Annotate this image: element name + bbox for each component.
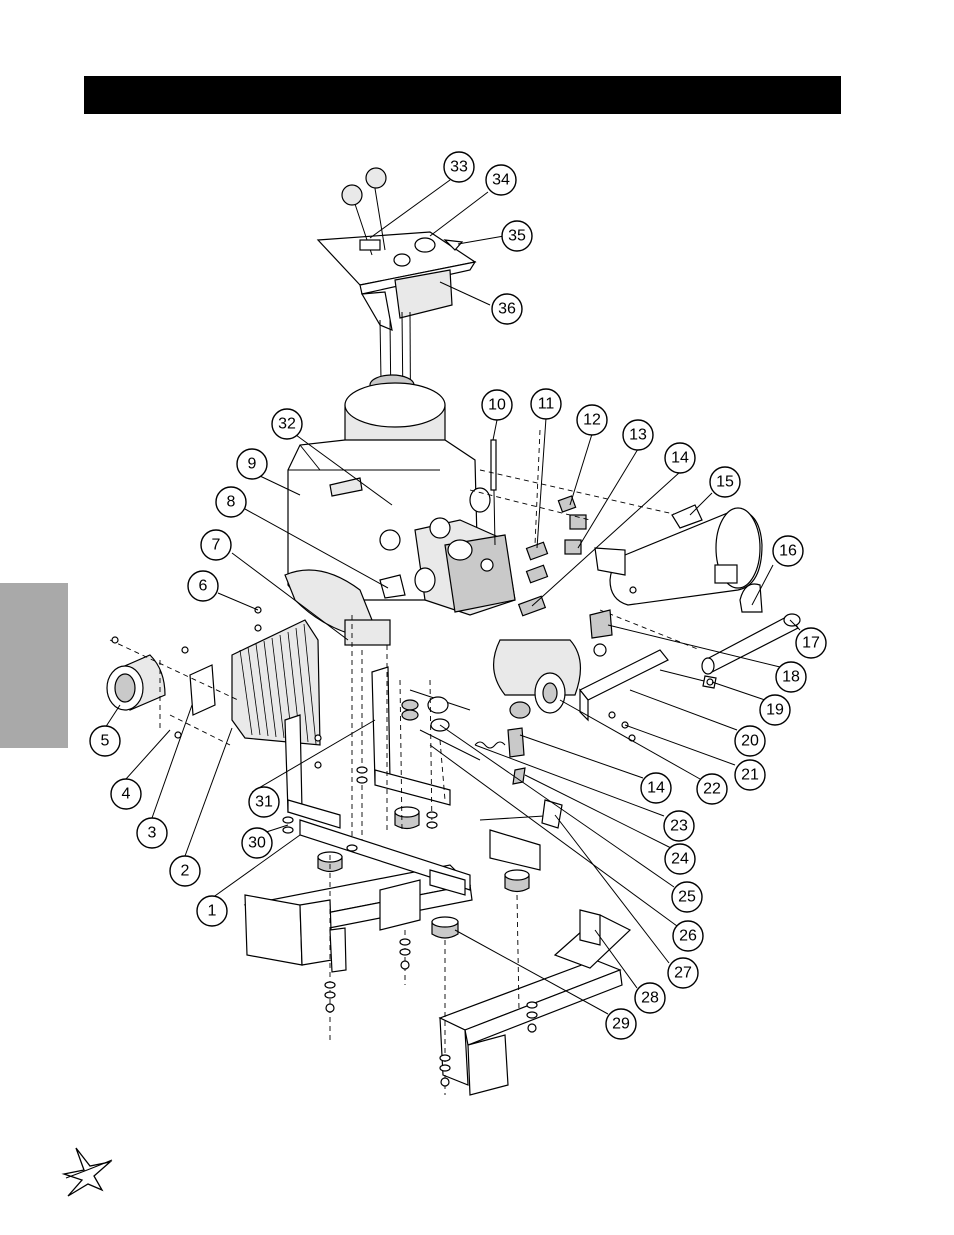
- svg-text:20: 20: [741, 733, 759, 750]
- callout-35: 35: [501, 220, 533, 252]
- svg-text:33: 33: [450, 159, 468, 176]
- callout-29: 29: [605, 1008, 637, 1040]
- svg-text:14: 14: [671, 450, 689, 467]
- callout-5: 5: [89, 725, 121, 757]
- callout-16: 16: [772, 535, 804, 567]
- svg-text:12: 12: [583, 412, 601, 429]
- callout-34: 34: [485, 164, 517, 196]
- hardware: [111, 606, 714, 1087]
- callout-32: 32: [271, 408, 303, 440]
- base-frame: [243, 819, 541, 973]
- svg-text:14: 14: [647, 780, 665, 797]
- svg-text:13: 13: [629, 427, 647, 444]
- callout-6: 6: [187, 570, 219, 602]
- svg-text:25: 25: [678, 889, 696, 906]
- brackets: [284, 666, 451, 829]
- svg-text:1: 1: [208, 903, 217, 920]
- callout-33: 33: [443, 151, 475, 183]
- svg-text:23: 23: [670, 818, 688, 835]
- hydraulic-pump: [379, 439, 516, 616]
- svg-text:26: 26: [679, 928, 697, 945]
- callout-15: 15: [709, 466, 741, 498]
- svg-text:19: 19: [766, 702, 784, 719]
- svg-text:2: 2: [181, 863, 190, 880]
- callout-10: 10: [481, 389, 513, 421]
- leader-lines: [104, 179, 801, 1015]
- svg-text:36: 36: [498, 301, 516, 318]
- svg-text:30: 30: [248, 835, 266, 852]
- svg-text:15: 15: [716, 474, 734, 491]
- callout-36: 36: [491, 293, 523, 325]
- callout-8: 8: [215, 486, 247, 518]
- svg-text:6: 6: [199, 578, 208, 595]
- callout-21: 21: [734, 759, 766, 791]
- star-swoosh-logo-icon: [61, 1147, 113, 1197]
- svg-text:8: 8: [227, 494, 236, 511]
- oil-filter: [493, 639, 669, 758]
- svg-text:4: 4: [122, 786, 131, 803]
- electric-motor: [106, 639, 239, 746]
- callout-13: 13: [622, 419, 654, 451]
- linkage: [401, 689, 563, 829]
- muffler: [594, 504, 763, 606]
- svg-text:29: 29: [612, 1016, 630, 1033]
- control-panel: [316, 167, 477, 331]
- callout-22: 22: [696, 773, 728, 805]
- callout-27: 27: [667, 957, 699, 989]
- callout-20: 20: [734, 725, 766, 757]
- callout-7: 7: [200, 529, 232, 561]
- svg-text:5: 5: [101, 733, 110, 750]
- svg-text:21: 21: [741, 767, 759, 784]
- svg-text:31: 31: [255, 794, 273, 811]
- callout-26: 26: [672, 920, 704, 952]
- callout-14b: 14: [640, 772, 672, 804]
- assembly-lines: [329, 615, 520, 1095]
- callout-23: 23: [663, 810, 695, 842]
- callout-14: 14: [664, 442, 696, 474]
- callout-2: 2: [169, 855, 201, 887]
- oil-cooler: [231, 619, 321, 746]
- callout-25: 25: [671, 881, 703, 913]
- callout-18: 18: [775, 661, 807, 693]
- svg-text:32: 32: [278, 416, 296, 433]
- svg-text:16: 16: [779, 543, 797, 560]
- svg-text:24: 24: [671, 851, 689, 868]
- callout-11: 11: [530, 388, 562, 420]
- callout-19: 19: [759, 694, 791, 726]
- callout-30: 30: [241, 827, 273, 859]
- svg-text:27: 27: [674, 965, 692, 982]
- callout-3: 3: [136, 817, 168, 849]
- callout-9: 9: [236, 448, 268, 480]
- svg-text:11: 11: [538, 396, 555, 413]
- callout-24: 24: [664, 843, 696, 875]
- svg-text:17: 17: [802, 635, 820, 652]
- callout-17: 17: [795, 627, 827, 659]
- callout-28: 28: [634, 982, 666, 1014]
- svg-text:10: 10: [488, 397, 506, 414]
- callout-12: 12: [576, 404, 608, 436]
- callout-31: 31: [248, 786, 280, 818]
- header-bar: [84, 76, 841, 114]
- svg-text:34: 34: [492, 172, 510, 189]
- svg-text:28: 28: [641, 990, 659, 1007]
- svg-text:9: 9: [248, 456, 257, 473]
- svg-text:22: 22: [703, 781, 721, 798]
- svg-text:7: 7: [212, 537, 221, 554]
- svg-text:3: 3: [148, 825, 157, 842]
- svg-text:35: 35: [508, 228, 526, 245]
- callout-1: 1: [196, 895, 228, 927]
- svg-text:18: 18: [782, 669, 800, 686]
- side-tab: [0, 583, 68, 748]
- callout-4: 4: [110, 778, 142, 810]
- exhaust-pipe: [599, 583, 801, 675]
